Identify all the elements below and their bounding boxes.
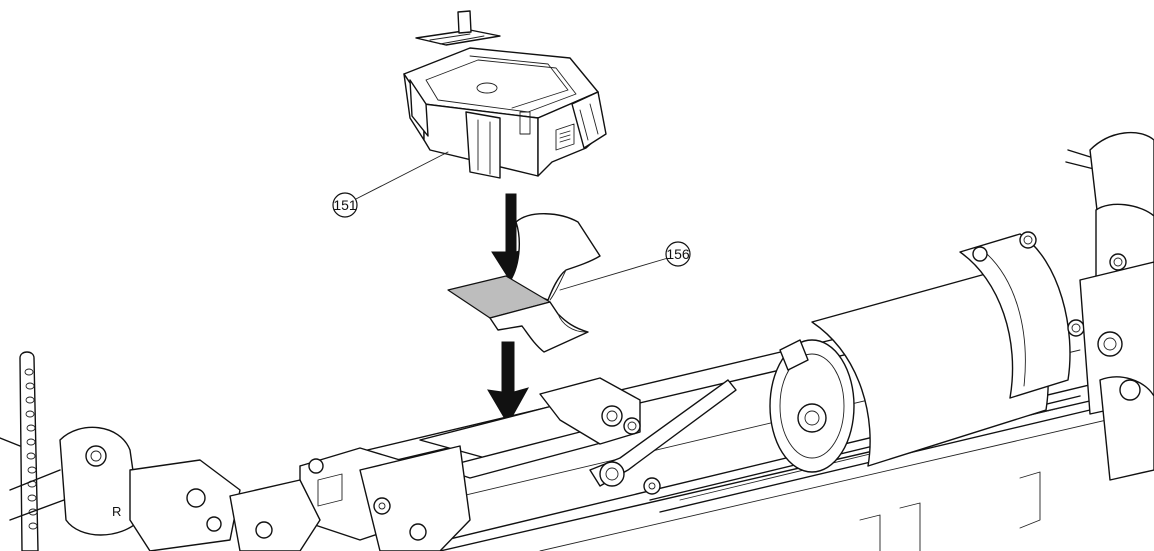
callout-156-label: 156 <box>666 246 690 262</box>
rear-gearbox <box>1065 131 1154 481</box>
motor <box>769 231 1085 473</box>
chassis-marking: R <box>112 504 121 519</box>
body-post-holes <box>24 368 38 530</box>
down-arrow-icon <box>487 341 530 426</box>
callout-156: 156 <box>665 241 691 267</box>
callout-151: 151 <box>332 192 358 218</box>
front-suspension: R <box>0 351 321 551</box>
double-sided-tape <box>447 213 669 353</box>
callout-151-label: 151 <box>333 197 357 213</box>
receiver-unit <box>351 10 607 202</box>
